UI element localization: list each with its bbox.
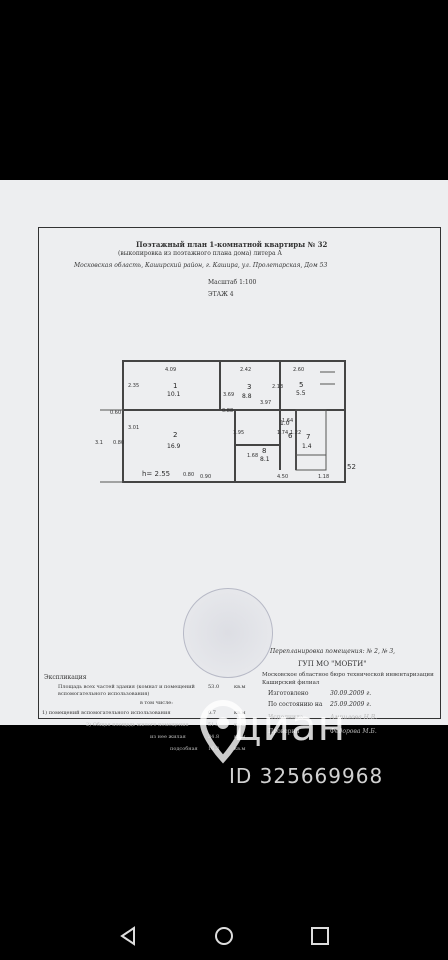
room-number: 2 bbox=[173, 431, 178, 439]
dim-label: 0.60 bbox=[110, 410, 122, 416]
made-value: 30.09.2009 г. bbox=[330, 690, 372, 697]
listing-id: ID 325669968 bbox=[229, 764, 384, 788]
bureau-branch: Московское областное бюро технической ин… bbox=[262, 672, 434, 686]
recents-icon[interactable] bbox=[306, 922, 334, 950]
dim-label: 2.42 bbox=[240, 367, 252, 373]
room-number: 3 bbox=[247, 383, 252, 391]
room-area: 8.8 bbox=[242, 393, 252, 400]
explication-row-value: 53.0 bbox=[208, 684, 220, 690]
state-label: По состоянию на bbox=[268, 701, 323, 708]
dim-label: 0.90 bbox=[200, 474, 212, 480]
dim-label: 4.50 bbox=[277, 474, 289, 480]
dim-label: 1.95 bbox=[233, 430, 245, 436]
document-scale: Масштаб 1:100 bbox=[208, 279, 257, 286]
explication-row-label: 1) помещений вспомогательного использова… bbox=[42, 710, 171, 716]
dim-label: 1.22 bbox=[290, 430, 302, 436]
dim-label: 0.80 bbox=[113, 440, 125, 446]
room-area: 5.5 bbox=[296, 390, 306, 397]
explication-row-value: 0.7 bbox=[208, 710, 216, 716]
room-number: 1 bbox=[173, 382, 178, 390]
explication-row-label: 2) Общая площадь жилого помещения bbox=[86, 722, 189, 728]
dim-label: 3.97 bbox=[260, 400, 272, 406]
dim-label: 3.69 bbox=[223, 392, 235, 398]
explication-row-label: Площадь всех частей здания (комнат и пом… bbox=[58, 684, 195, 697]
room-area: 1.0 bbox=[280, 420, 290, 427]
explication-row-value: 51.8 bbox=[208, 722, 220, 728]
dim-label: 3.1 bbox=[95, 440, 103, 446]
check-value: Федорова М.Б. bbox=[330, 728, 377, 735]
android-nav-bar bbox=[0, 910, 448, 960]
dim-label: 2.35 bbox=[128, 383, 140, 389]
redevelopment-note: Перепланировка помещения: № 2, № 3, bbox=[270, 648, 396, 655]
explication-row-unit: кв.м bbox=[234, 684, 246, 690]
explication-row-label: в том числе: bbox=[140, 700, 173, 706]
dim-label: 4.09 bbox=[165, 367, 177, 373]
room-number: 8 bbox=[262, 447, 267, 455]
dim-label: 2.60 bbox=[293, 367, 305, 373]
dim-label: 3.01 bbox=[128, 425, 140, 431]
room-area: 1.4 bbox=[302, 443, 312, 450]
made-label: Изготовлено bbox=[268, 690, 309, 697]
document-floor: ЭТАЖ 4 bbox=[208, 291, 234, 298]
explication-row-unit: кв.м bbox=[234, 746, 246, 752]
state-value: 25.09.2009 г. bbox=[330, 701, 372, 708]
explication-header: Экспликация bbox=[44, 674, 87, 681]
explication-row-label: подсобная bbox=[170, 746, 198, 752]
cian-watermark: циан bbox=[233, 701, 347, 750]
dim-label: 1.68 bbox=[247, 453, 259, 459]
back-icon[interactable] bbox=[114, 922, 142, 950]
room-area: 10.1 bbox=[167, 391, 181, 398]
room-number: 5 bbox=[299, 381, 304, 389]
document-subtitle: (выкопировка из поэтажного плана дома) л… bbox=[118, 250, 282, 257]
exec-label: Исполнила bbox=[268, 714, 304, 721]
dim-label: 2.13 bbox=[272, 384, 284, 390]
home-icon[interactable] bbox=[210, 922, 238, 950]
room-area: 8.1 bbox=[260, 456, 270, 463]
explication-row-label: из нее жилая bbox=[150, 734, 186, 740]
bureau-org: ГУП МО "МОБТИ" bbox=[298, 660, 367, 668]
exec-value: Ампилова Н.В. bbox=[330, 714, 378, 721]
ceiling-height: h= 2.55 bbox=[142, 470, 171, 478]
explication-row-unit: кв.м bbox=[234, 722, 246, 728]
room-number: 6 bbox=[288, 432, 293, 440]
room-area: 16.9 bbox=[167, 443, 181, 450]
document-title: Поэтажный план 1-комнатной квартиры № 32 bbox=[136, 240, 328, 249]
dim-label: 0.88 bbox=[222, 408, 234, 414]
side-label: 52 bbox=[347, 463, 356, 471]
ceiling-height-b: 0.80 bbox=[183, 472, 195, 478]
dim-label: 1.74 bbox=[277, 430, 289, 436]
official-seal bbox=[183, 588, 273, 678]
dim-label: 1.64 bbox=[282, 418, 294, 424]
location-pin-icon bbox=[199, 699, 247, 764]
document-address: Московская область, Каширский район, г. … bbox=[74, 262, 328, 269]
explication-row-value: 34.8 bbox=[208, 734, 220, 740]
room-number: 7 bbox=[306, 433, 311, 441]
check-label: Проверил bbox=[268, 728, 300, 735]
dim-label: 1.18 bbox=[318, 474, 330, 480]
